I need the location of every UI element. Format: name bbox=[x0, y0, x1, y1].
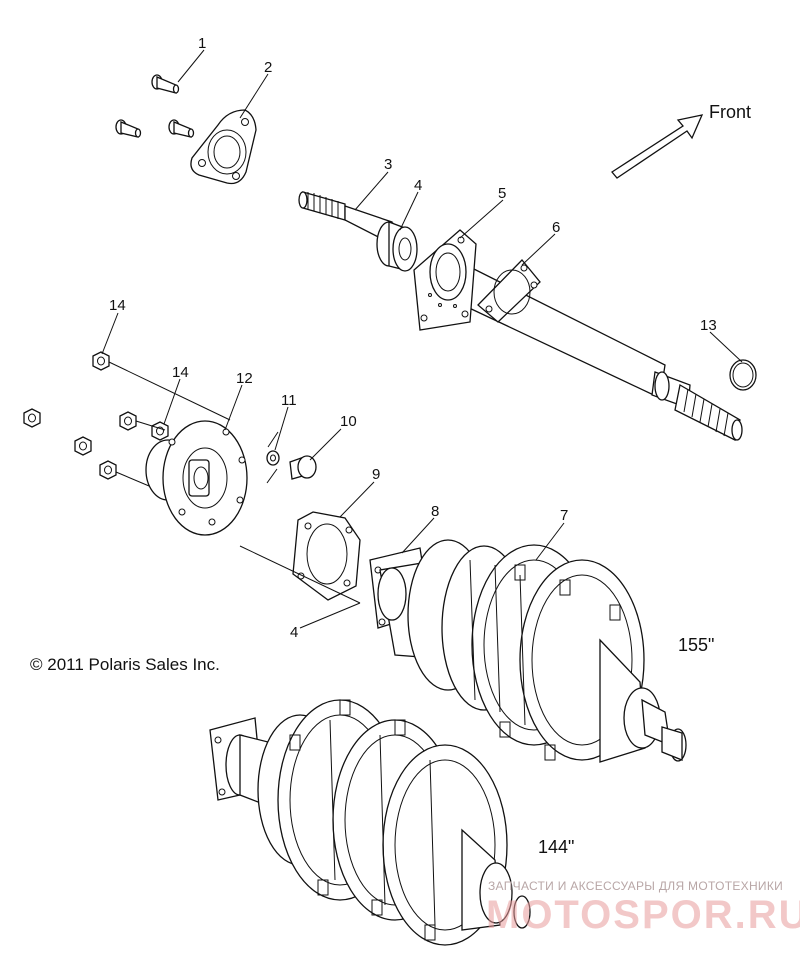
bearing-housing-part-5 bbox=[413, 229, 477, 331]
leader-line-4b bbox=[239, 545, 361, 604]
callout-13: 13 bbox=[700, 317, 717, 334]
callout-11: 11 bbox=[281, 392, 297, 409]
length-155-label: 155" bbox=[678, 635, 714, 655]
nut bbox=[151, 421, 169, 441]
length-144-label: 144" bbox=[538, 837, 574, 857]
callout-6: 6 bbox=[552, 219, 560, 236]
callout-9: 9 bbox=[372, 466, 380, 483]
watermark-tagline: ЗАПЧАСТИ И АКСЕССУАРЫ ДЛЯ МОТОТЕХНИКИ bbox=[488, 879, 783, 893]
drive-sprocket-assembly-144 bbox=[209, 699, 531, 946]
callout-4-lower: 4 bbox=[290, 624, 298, 641]
nut bbox=[99, 460, 117, 480]
callout-8: 8 bbox=[431, 503, 439, 520]
washer-part-11 bbox=[266, 431, 280, 484]
flange-plate-part-2 bbox=[190, 109, 257, 185]
callout-10: 10 bbox=[340, 413, 357, 430]
callout-7: 7 bbox=[560, 507, 568, 524]
callout-14-mid: 14 bbox=[172, 364, 189, 381]
callout-14-top: 14 bbox=[109, 297, 126, 314]
bearing-part-4 bbox=[376, 221, 418, 272]
watermark-logo: MOTOSPOR.RU bbox=[486, 893, 800, 937]
gasket-part-6 bbox=[477, 259, 541, 323]
nut bbox=[92, 351, 110, 371]
drive-sprocket-assembly-155 bbox=[369, 539, 687, 763]
bolt bbox=[168, 119, 195, 138]
plug-part-10 bbox=[289, 455, 317, 480]
nut bbox=[74, 436, 92, 456]
callout-leaders bbox=[101, 49, 743, 629]
copyright-text: © 2011 Polaris Sales Inc. bbox=[30, 655, 220, 674]
callout-3: 3 bbox=[384, 156, 392, 173]
bolts-part-1 bbox=[115, 74, 195, 138]
snap-ring-part-13 bbox=[729, 359, 757, 391]
callout-4: 4 bbox=[414, 177, 422, 194]
nuts-part-14 bbox=[23, 351, 169, 480]
bolt bbox=[151, 74, 180, 94]
bolt bbox=[115, 119, 142, 138]
hub-flange-part-12 bbox=[145, 420, 248, 536]
nut bbox=[119, 411, 137, 431]
callout-1: 1 bbox=[198, 35, 206, 52]
callout-5: 5 bbox=[498, 185, 506, 202]
front-arrow bbox=[611, 114, 704, 179]
front-label: Front bbox=[709, 102, 751, 122]
drive-shaft-part-3 bbox=[298, 191, 743, 441]
callout-12: 12 bbox=[236, 370, 253, 387]
nut bbox=[23, 408, 41, 428]
callout-2: 2 bbox=[264, 59, 272, 76]
